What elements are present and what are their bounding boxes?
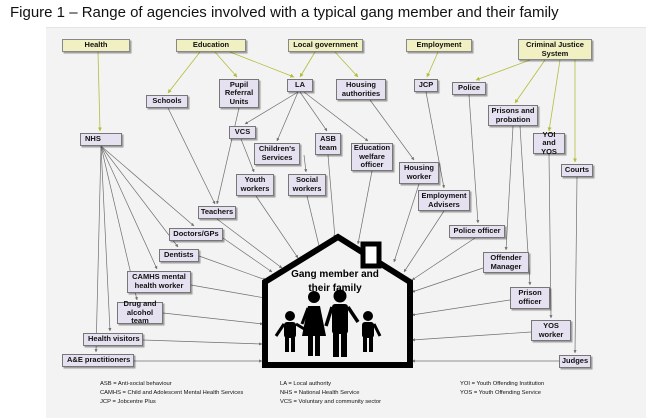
pupil-referral-box: Pupil Referral Units xyxy=(219,79,259,108)
connector-line xyxy=(100,145,195,227)
education-welfare-box: Education welfare officer xyxy=(351,143,393,171)
offender-manager-box: Offender Manager xyxy=(483,252,529,273)
dentists-box: Dentists xyxy=(159,249,199,262)
teachers-box: Teachers xyxy=(198,206,236,219)
connector-line xyxy=(255,195,299,259)
education-box: Education xyxy=(176,39,246,52)
health-box: Health xyxy=(62,39,130,52)
legend-item: NHS = National Health Service xyxy=(280,390,360,396)
connector-line xyxy=(229,51,295,78)
connector-line xyxy=(306,195,321,251)
connector-line xyxy=(504,125,514,251)
connector-line xyxy=(514,59,546,104)
schools-box: Schools xyxy=(146,95,188,108)
youth-workers-box: Youth workers xyxy=(236,174,274,196)
connector-line xyxy=(303,91,369,142)
connector-line xyxy=(100,145,179,248)
connector-line xyxy=(100,145,112,332)
connector-line xyxy=(167,51,201,94)
connector-line xyxy=(198,255,267,281)
connector-line xyxy=(327,154,337,239)
legend-column-2: LA = Local authority NHS = National Heal… xyxy=(280,380,381,407)
connector-line xyxy=(190,284,266,300)
connector-line xyxy=(411,237,476,281)
legend-item: VCS = Voluntary and community sector xyxy=(280,399,382,405)
connector-line xyxy=(299,51,316,78)
connector-line xyxy=(334,51,359,78)
ae-practitioners-box: A&E practitioners xyxy=(62,354,134,367)
prison-officer-box: Prison officer xyxy=(510,287,550,309)
criminal-justice-box: Criminal Justice System xyxy=(518,39,592,60)
top-level-links xyxy=(97,51,577,163)
drug-alcohol-box: Drug and alcohol team xyxy=(117,299,163,325)
police-box: Police xyxy=(452,82,486,95)
connector-line xyxy=(167,107,216,205)
legend-column-1: ASB = Anti-social behaviour CAMHS = Chil… xyxy=(100,380,243,407)
local-government-box: Local government xyxy=(288,39,363,52)
connector-line xyxy=(547,59,561,132)
connector-line xyxy=(411,267,484,293)
housing-worker-box: Housing worker xyxy=(399,162,439,184)
doctors-gps-box: Doctors/GPs xyxy=(169,228,223,241)
connector-line xyxy=(299,91,328,132)
connector-line xyxy=(426,51,439,78)
connector-line xyxy=(100,145,158,270)
connector-line xyxy=(222,237,273,273)
legend-item: YOS = Youth Offending Service xyxy=(460,390,541,396)
connector-line xyxy=(244,91,299,125)
connector-line xyxy=(162,312,264,326)
legend-item: CAMHS = Child and Adolescent Mental Heal… xyxy=(100,390,244,396)
family-icon xyxy=(274,289,382,357)
connector-line xyxy=(276,91,299,142)
connector-line xyxy=(403,210,445,273)
jcp-box: JCP xyxy=(414,79,438,92)
connector-line xyxy=(393,183,420,263)
connector-line xyxy=(303,154,308,173)
asb-team-box: ASB team xyxy=(315,133,341,155)
connector-line xyxy=(216,107,240,205)
connector-line xyxy=(411,331,532,342)
connector-line xyxy=(216,218,283,269)
figure-title: Figure 1 – Range of agencies involved wi… xyxy=(10,4,559,21)
legend-item: JCP = Jobcentre Plus xyxy=(100,399,156,405)
connector-line xyxy=(548,153,553,319)
center-label: Gang member and their family xyxy=(291,269,379,294)
camhs-worker-box: CAMHS mental health worker xyxy=(127,271,191,293)
legend-item: ASB = Anti-social behaviour xyxy=(100,381,172,387)
la-box: LA xyxy=(287,79,313,92)
connector-line xyxy=(356,170,373,245)
yoi-yos-box: YOI and YOS xyxy=(533,130,565,156)
nhs-box: NHS xyxy=(80,133,122,146)
social-workers-box: Social workers xyxy=(288,174,326,196)
connector-line xyxy=(214,51,238,78)
connector-line xyxy=(468,94,480,224)
legend-item: LA = Local authority xyxy=(280,381,332,387)
yos-worker-box: YOS worker xyxy=(531,320,571,341)
house-icon xyxy=(262,233,413,368)
legend-column-3: YOI = Youth Offending Institution YOS = … xyxy=(460,380,544,398)
police-officer-box: Police officer xyxy=(449,225,505,238)
connector-line xyxy=(94,145,102,353)
courts-box: Courts xyxy=(561,164,593,177)
connector-line xyxy=(573,176,578,354)
judges-box: Judges xyxy=(559,355,591,368)
vcs-box: VCS xyxy=(229,126,256,139)
childrens-services-box: Children's Services xyxy=(254,143,300,165)
employment-box: Employment xyxy=(406,39,472,52)
legend-item: YOI = Youth Offending Institution xyxy=(460,381,545,387)
housing-authorities-box: Housing authorities xyxy=(336,79,386,100)
connector-line xyxy=(240,138,255,173)
prisons-probation-box: Prisons and probation xyxy=(488,105,538,126)
connector-line xyxy=(411,299,511,317)
connector-line xyxy=(425,91,446,189)
health-visitors-box: Health visitors xyxy=(83,333,143,346)
connector-line xyxy=(142,339,263,346)
employment-advisers-box: Employment Advisers xyxy=(418,190,470,211)
connector-line xyxy=(369,99,415,161)
connector-line xyxy=(475,59,531,81)
connector-line xyxy=(97,51,102,132)
